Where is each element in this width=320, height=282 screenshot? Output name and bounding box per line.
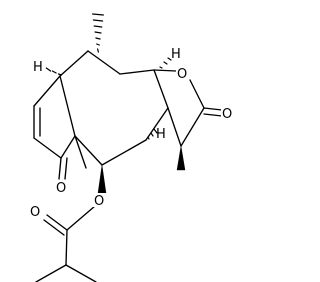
- chemical-structure-diagram: O O O O O H H H: [29, 13, 234, 282]
- ester-oxygen-label: O: [94, 194, 104, 209]
- cycloheptane-ring: [59, 50, 169, 166]
- methyl-groups: [74, 13, 186, 171]
- ketone-oxygen-label: O: [56, 181, 66, 196]
- ester-carbonyl-oxygen-label: O: [30, 205, 40, 220]
- cyclopentenone-ring: [33, 75, 76, 159]
- lactone-carbonyl-oxygen-label: O: [222, 107, 232, 122]
- ring-oxygen-label: O: [177, 67, 187, 82]
- ketone-bond: [58, 157, 68, 180]
- lactone-carbonyl-bond: [203, 107, 223, 117]
- lactone-ring: [153, 69, 205, 147]
- stereo-hydrogen-bonds: [45, 57, 172, 140]
- hydrogen-label-top-right: H: [171, 47, 181, 62]
- hydrogen-label-top-left: H: [33, 60, 43, 75]
- hydrogen-label-mid: H: [156, 127, 166, 142]
- atom-labels: O O O O O H H H: [29, 47, 234, 220]
- isobutyrate-ester: [35, 164, 107, 282]
